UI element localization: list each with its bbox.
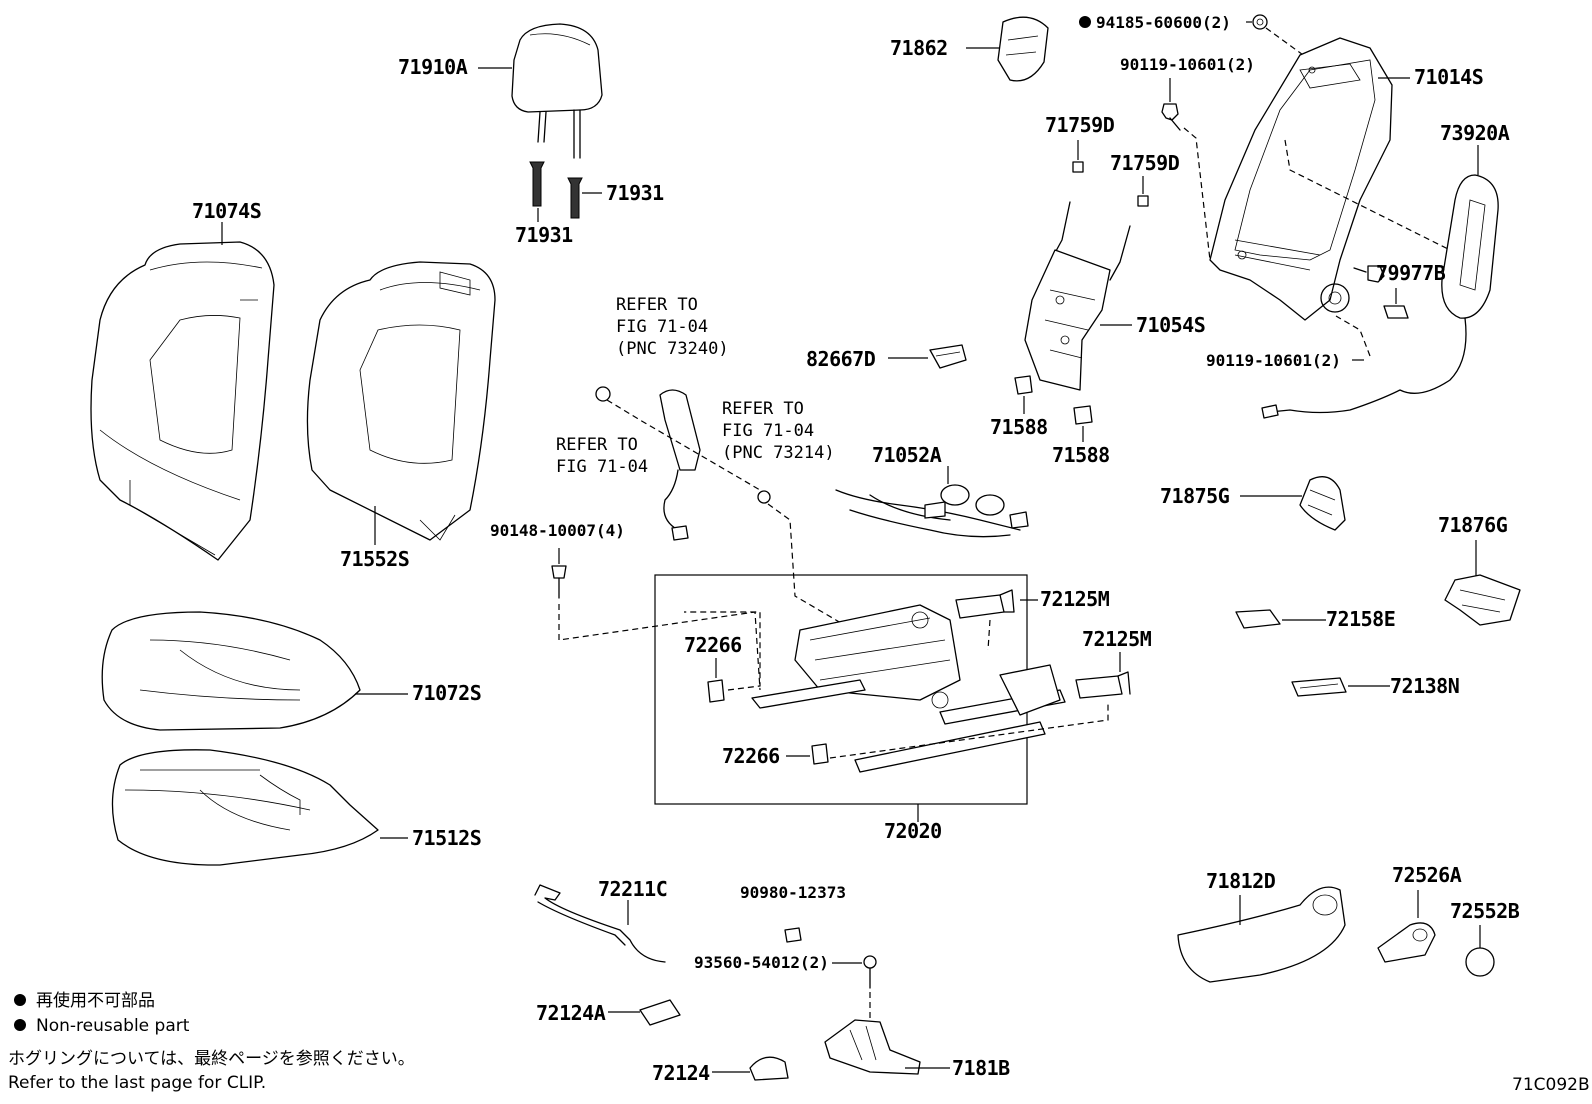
bolt-90119-bottom-drawing (1353, 265, 1385, 283)
legend-jp-label: 再使用不可部品 (36, 990, 155, 1011)
seatback-pad-drawing (306, 261, 496, 541)
label-72552B: 72552B (1450, 899, 1520, 923)
reference-note-7104: REFER TO FIG 71-04 (556, 435, 648, 477)
svg-text:REFER TO: REFER TO (722, 399, 804, 419)
nonreusable-dot-94185 (1079, 16, 1091, 28)
label-71512S: 71512S (412, 826, 481, 850)
part-71876G-drawing (1444, 574, 1521, 626)
clip-90980-drawing (784, 927, 802, 943)
clip-note-en: Refer to the last page for CLIP. (8, 1073, 266, 1093)
bolt-90119-top-drawing (1161, 103, 1181, 131)
label-71931-a: 71931 (515, 223, 573, 247)
label-71014S: 71014S (1414, 65, 1483, 89)
part-72158E-drawing (1235, 609, 1281, 629)
seatback-cover-drawing (90, 241, 275, 561)
nut-ref2-drawing (595, 386, 611, 402)
label-72138N: 72138N (1390, 674, 1459, 698)
nut-ref3-drawing (757, 490, 771, 504)
label-71588-a: 71588 (990, 415, 1048, 439)
label-93560: 93560-54012(2) (694, 953, 829, 972)
part-72124A-drawing (639, 999, 681, 1026)
bolt-94185-drawing (1252, 14, 1268, 30)
reference-note-73214: REFER TO FIG 71-04 (PNC 73214) (722, 399, 835, 463)
label-72125M-a: 72125M (1040, 587, 1110, 611)
wire-72211C-drawing (534, 884, 666, 963)
seat-adjuster-drawing (707, 589, 1131, 773)
knob-72526A-drawing (1377, 922, 1436, 963)
label-71052A: 71052A (872, 443, 942, 467)
part-82667D-drawing (929, 344, 967, 369)
svg-text:(PNC 73240): (PNC 73240) (616, 339, 729, 359)
diagram-code: 71C092B (1512, 1075, 1590, 1095)
label-90148: 90148-10007(4) (490, 521, 625, 540)
label-72526A: 72526A (1392, 863, 1462, 887)
connector-71588-b-drawing (1073, 405, 1093, 425)
label-72266-b: 72266 (722, 744, 780, 768)
reference-note-73240: REFER TO FIG 71-04 (PNC 73240) (616, 295, 729, 359)
part-72124-drawing (749, 1056, 789, 1081)
label-72124A: 72124A (536, 1001, 606, 1025)
label-71054S: 71054S (1136, 313, 1205, 337)
bolt-90148-drawing (551, 565, 567, 599)
label-71759D-a: 71759D (1045, 113, 1115, 137)
cushion-pad-drawing (111, 749, 379, 866)
connector-71588-a-drawing (1014, 375, 1033, 395)
bolt-93560-drawing (863, 955, 877, 989)
label-71759D-b: 71759D (1110, 151, 1180, 175)
label-71876G: 71876G (1438, 513, 1508, 537)
label-82667D: 82667D (806, 347, 876, 371)
label-71072S: 71072S (412, 681, 481, 705)
shield-71812D-drawing (1177, 886, 1346, 983)
cushion-cover-drawing (101, 611, 361, 731)
svg-text:FIG 71-04: FIG 71-04 (616, 317, 708, 337)
bracket-7181B-drawing (824, 1019, 921, 1075)
label-72211C: 72211C (598, 877, 667, 901)
clip-note-jp: ホグリングについては、最終ページを参照ください。 (8, 1049, 415, 1069)
cover-71862-drawing (997, 16, 1049, 82)
label-71552S: 71552S (340, 547, 409, 571)
label-71074S: 71074S (192, 199, 261, 223)
part-71875G-drawing (1299, 476, 1346, 531)
svg-text:FIG 71-04: FIG 71-04 (722, 421, 814, 441)
label-72125M-b: 72125M (1082, 627, 1152, 651)
svg-text:REFER TO: REFER TO (616, 295, 698, 315)
label-72124: 72124 (652, 1061, 710, 1085)
label-90119-top: 90119-10601(2) (1120, 55, 1255, 74)
label-71931-b: 71931 (606, 181, 664, 205)
harness-71052A-drawing (835, 484, 1029, 538)
part-72138N-drawing (1291, 677, 1347, 697)
label-90119-bottom: 90119-10601(2) (1206, 351, 1341, 370)
airbag-73920A-drawing (1261, 174, 1499, 419)
legend-dot-en (14, 1019, 26, 1031)
label-71588-b: 71588 (1052, 443, 1110, 467)
legend-dot-jp (14, 994, 26, 1006)
label-71910A: 71910A (398, 55, 468, 79)
label-71812D: 71812D (1206, 869, 1276, 893)
label-94185: 94185-60600(2) (1096, 13, 1231, 32)
buckle-drawing (659, 389, 701, 541)
label-7181B: 7181B (952, 1056, 1010, 1080)
label-79977B-drawing (1383, 305, 1409, 319)
label-73920A: 73920A (1440, 121, 1510, 145)
label-71875G: 71875G (1160, 484, 1230, 508)
label-72020: 72020 (884, 819, 942, 843)
lumbar-71054S-drawing (1024, 201, 1131, 391)
label-71862: 71862 (890, 36, 948, 60)
label-90980: 90980-12373 (740, 883, 846, 902)
label-72266-a: 72266 (684, 633, 742, 657)
svg-text:FIG 71-04: FIG 71-04 (556, 457, 648, 477)
legend-en-label: Non-reusable part (36, 1016, 190, 1036)
svg-text:(PNC 73214): (PNC 73214) (722, 443, 835, 463)
seatback-frame-drawing (1209, 37, 1393, 321)
svg-text:REFER TO: REFER TO (556, 435, 638, 455)
clip-71759D-a-drawing (1072, 161, 1084, 173)
cap-72552B-drawing (1465, 947, 1495, 977)
clip-71759D-b-drawing (1137, 195, 1149, 207)
label-79977B: 79977B (1376, 261, 1446, 285)
headrest-drawing (511, 23, 603, 219)
label-72158E: 72158E (1326, 607, 1395, 631)
